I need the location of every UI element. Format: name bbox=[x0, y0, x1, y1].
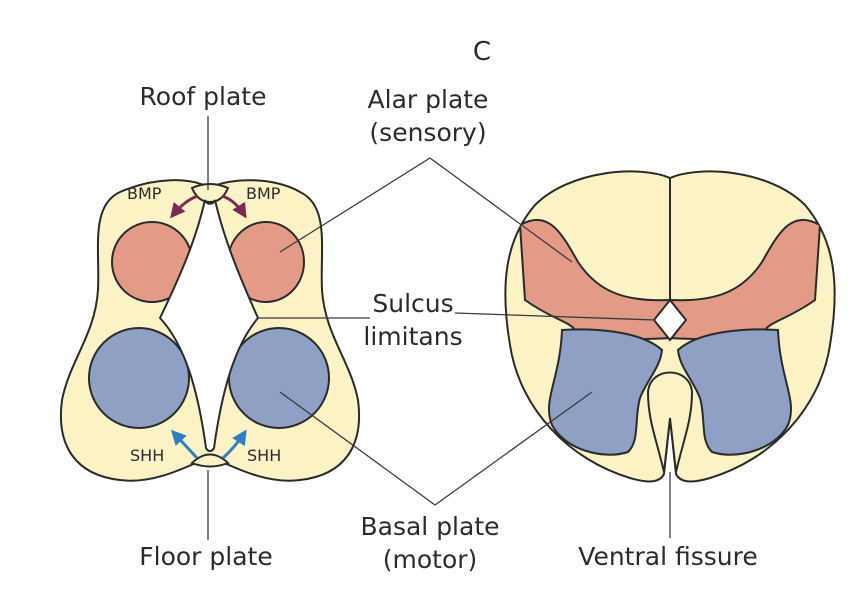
shh-arrow-right bbox=[221, 429, 247, 460]
basal-plate-label: Basal plate bbox=[360, 512, 499, 541]
floor-plate-region bbox=[190, 453, 230, 468]
leader-lines bbox=[207, 116, 671, 540]
central-canal-cord bbox=[652, 298, 688, 342]
bmp-label-right: BMP bbox=[246, 184, 281, 203]
shh-label-right: SHH bbox=[247, 446, 281, 465]
basal-plate-sublabel: (motor) bbox=[383, 545, 478, 574]
basal-plate-cord-right bbox=[676, 328, 792, 456]
shh-label-left: SHH bbox=[130, 446, 164, 465]
panel-letter: C bbox=[473, 37, 491, 67]
shh-arrow-left bbox=[170, 429, 199, 460]
bmp-label-left: BMP bbox=[127, 184, 162, 203]
basal-plate-leader bbox=[279, 391, 593, 506]
alar-plate-leader bbox=[279, 157, 573, 263]
alar-plate-sublabel: (sensory) bbox=[369, 118, 486, 147]
bmp-arrow-right bbox=[221, 194, 247, 219]
bmp-arrow-left bbox=[170, 194, 199, 219]
sulcus-limitans-sublabel: limitans bbox=[363, 322, 462, 351]
floor-plate-label: Floor plate bbox=[139, 542, 272, 571]
central-canal bbox=[158, 199, 260, 452]
ventral-fissure-label: Ventral fissure bbox=[578, 542, 757, 571]
ventral-fissure-region bbox=[646, 371, 694, 473]
basal-plate-left bbox=[88, 327, 190, 429]
alar-plate-label: Alar plate bbox=[368, 85, 489, 114]
basal-plate-right bbox=[228, 327, 330, 429]
neural-tube: BMP BMP SHH SHH bbox=[60, 179, 360, 482]
roof-plate-label: Roof plate bbox=[140, 82, 267, 111]
sulcus-limitans-label: Sulcus bbox=[372, 289, 453, 318]
basal-plate-cord-left bbox=[548, 328, 664, 456]
roof-plate-region bbox=[190, 183, 230, 204]
spinal-cord bbox=[504, 170, 836, 483]
sulcus-leader-right bbox=[454, 312, 656, 321]
